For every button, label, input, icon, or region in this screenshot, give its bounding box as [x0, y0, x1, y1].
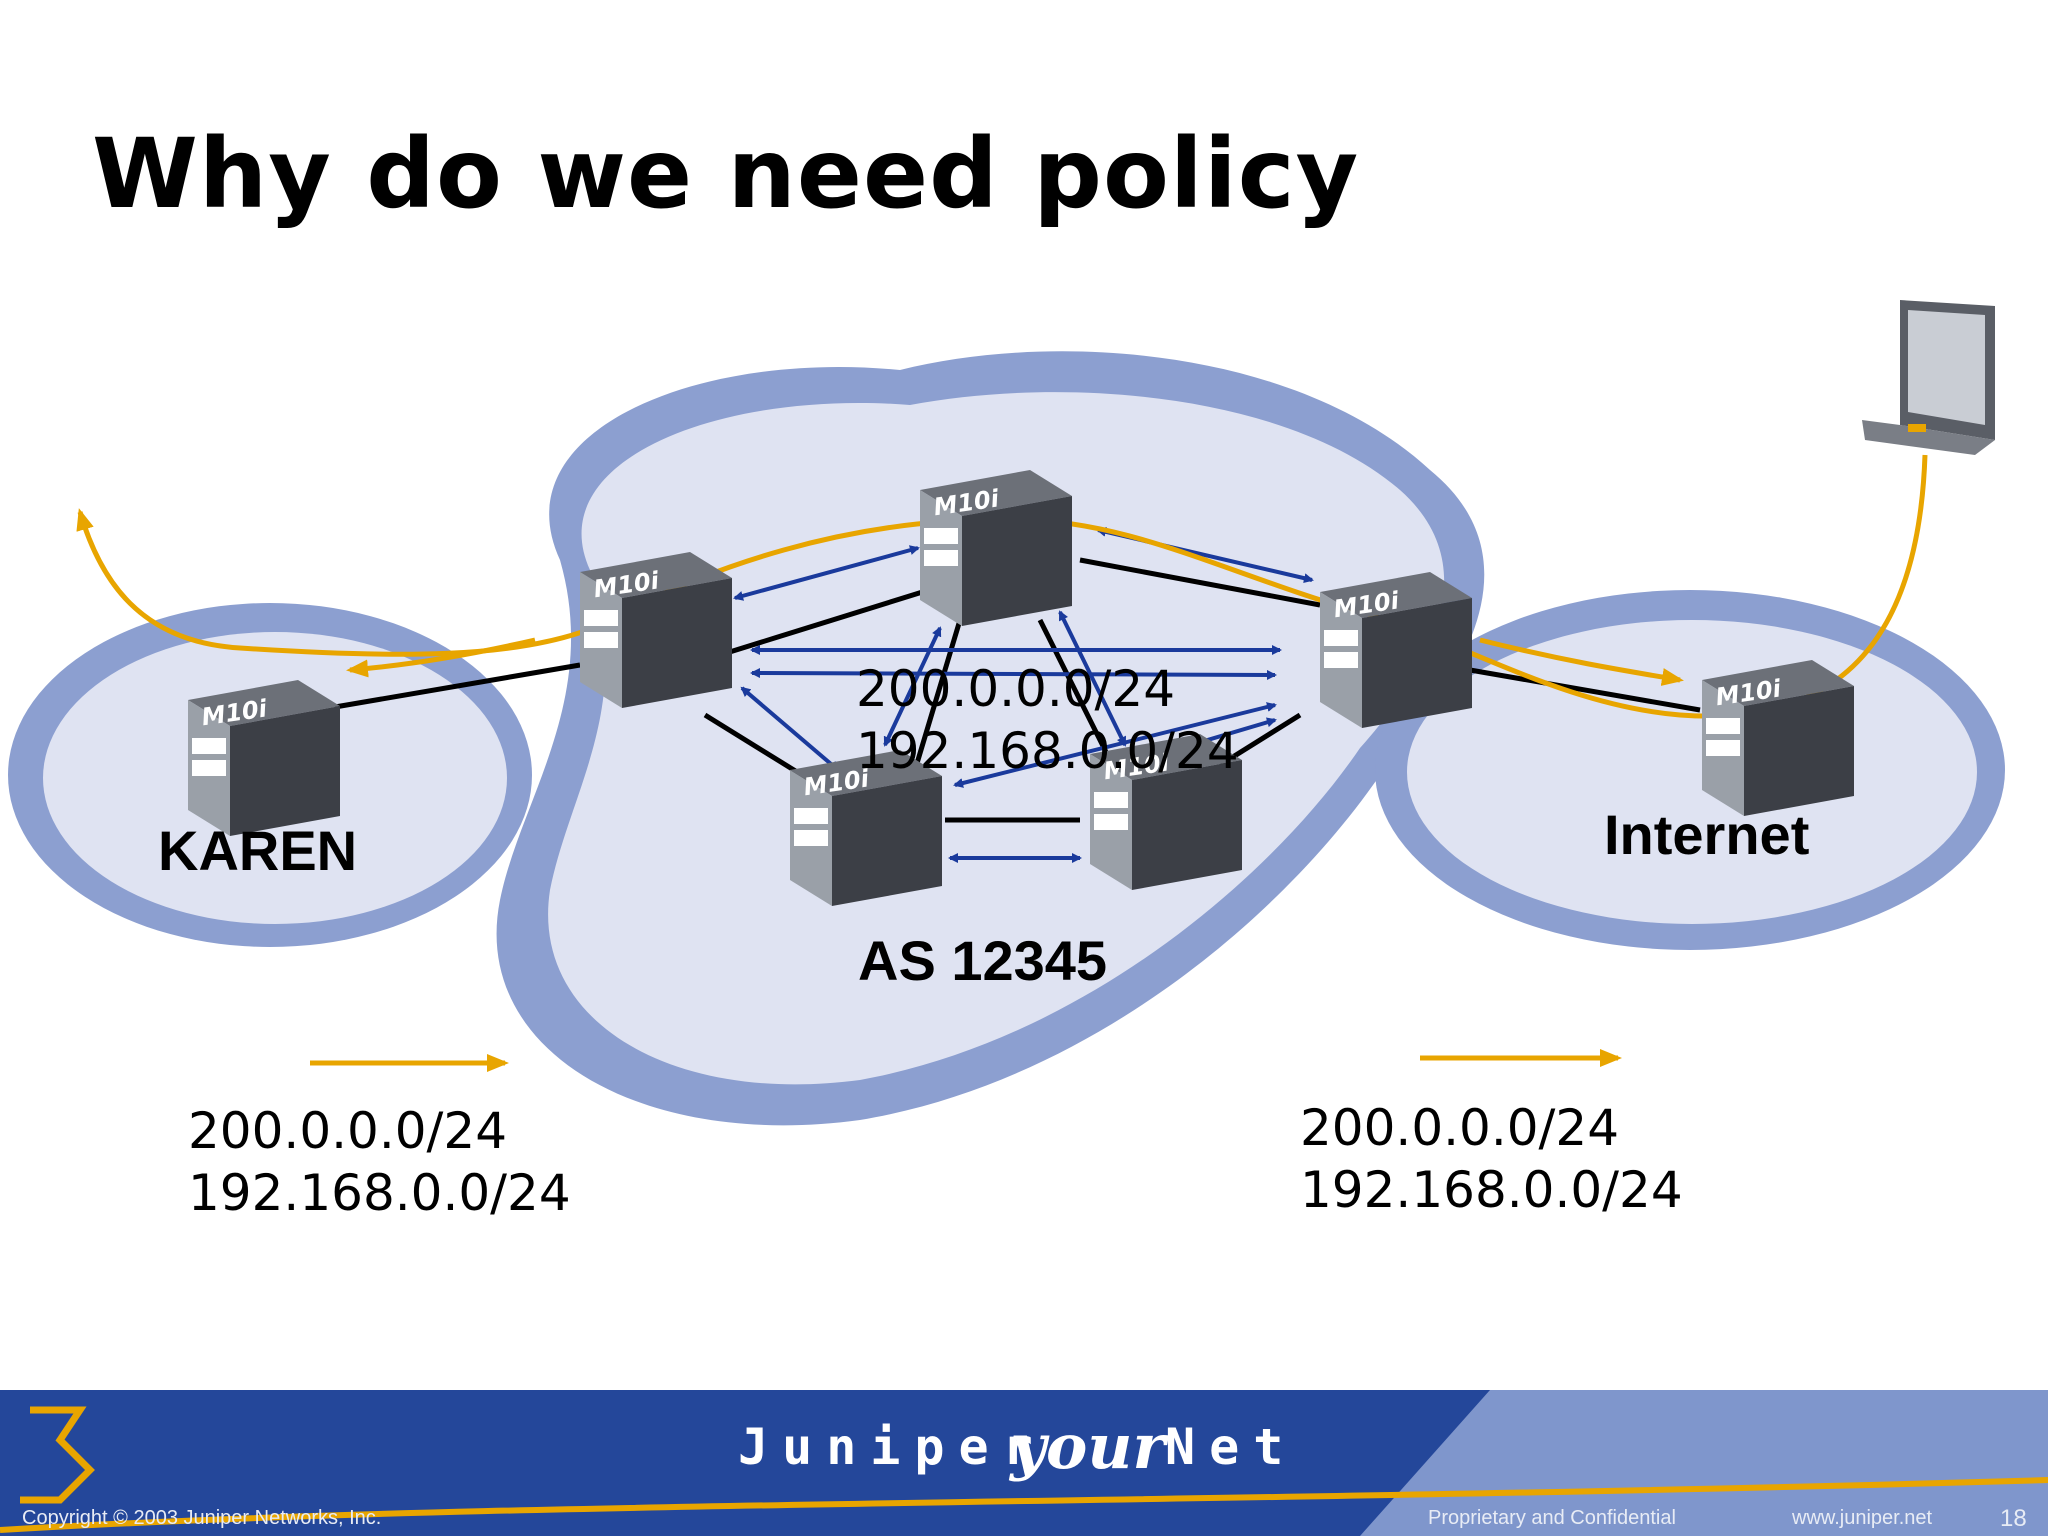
route-line: 200.0.0.0/24	[856, 660, 1176, 718]
footer-brand-tail: Net	[1165, 1418, 1298, 1476]
router-icon: M10i	[790, 750, 942, 906]
router-icon: M10i	[1320, 572, 1472, 728]
footer-band	[0, 1390, 2048, 1536]
router-icon: M10i	[580, 552, 732, 708]
router-icon: M10i	[1090, 734, 1242, 890]
juniper-logo-icon	[20, 1406, 95, 1504]
footer-copyright: Copyright © 2003 Juniper Networks, Inc.	[22, 1507, 382, 1529]
footer-website[interactable]: www.juniper.net	[1792, 1507, 1933, 1529]
footer-confidential: Proprietary and Confidential	[1428, 1507, 1676, 1529]
laptop-icon	[1862, 300, 1995, 455]
page-number: 18	[2000, 1505, 2027, 1532]
slide-title: Why do we need policy	[92, 118, 1360, 230]
route-block-bottom-left: 200.0.0.0/24 192.168.0.0/24	[188, 1100, 571, 1224]
router-icon: M10i	[188, 680, 340, 836]
route-line: 192.168.0.0/24	[1300, 1161, 1683, 1219]
cloud-label-as: AS 12345	[858, 929, 1108, 992]
router-icon: M10i	[920, 470, 1072, 626]
route-block-center: 200.0.0.0/24 192.168.0.0/24	[856, 658, 1239, 782]
footer-brand: Juniper	[738, 1418, 1047, 1476]
route-line: 200.0.0.0/24	[1300, 1099, 1620, 1157]
router-icon: M10i	[1702, 660, 1854, 816]
route-line: 192.168.0.0/24	[188, 1164, 571, 1222]
cloud-label-karen: KAREN	[158, 819, 358, 882]
your-logo-mark: your	[1010, 1410, 1166, 1483]
route-block-bottom-right: 200.0.0.0/24 192.168.0.0/24	[1300, 1097, 1683, 1221]
route-line: 200.0.0.0/24	[188, 1102, 508, 1160]
cloud-label-internet: Internet	[1604, 803, 1810, 866]
route-line: 192.168.0.0/24	[856, 722, 1239, 780]
